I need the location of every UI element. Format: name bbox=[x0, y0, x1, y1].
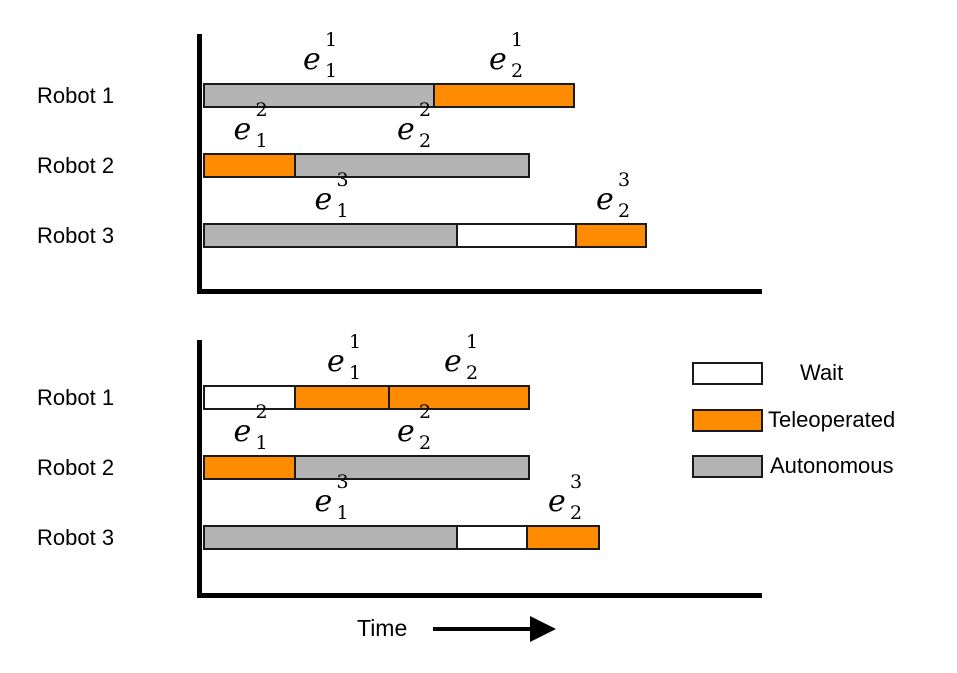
episode-subscript: 2 bbox=[466, 362, 479, 384]
robot-label: Robot 1 bbox=[37, 385, 115, 410]
segment-teleoperated bbox=[526, 525, 600, 550]
time-axis-label: Time bbox=[357, 615, 408, 641]
episode-superscript: 1 bbox=[349, 331, 362, 353]
episode-superscript: 1 bbox=[466, 331, 479, 353]
segment-autonomous bbox=[294, 455, 530, 480]
episode-base: e bbox=[233, 112, 252, 147]
episode-subscript: 2 bbox=[570, 502, 583, 524]
episode-superscript: 1 bbox=[511, 29, 524, 51]
episode-base: e bbox=[489, 42, 507, 77]
segment-autonomous bbox=[203, 525, 458, 550]
episode-subscript: 1 bbox=[255, 432, 268, 454]
time-arrow-head-icon bbox=[530, 616, 556, 642]
episode-subscript: 1 bbox=[325, 60, 338, 82]
episode-superscript: 3 bbox=[336, 169, 349, 191]
episode-base: e bbox=[314, 182, 333, 217]
episode-base: e bbox=[303, 42, 321, 77]
episode-base: e bbox=[233, 414, 252, 449]
episode-base: e bbox=[397, 414, 415, 449]
segment-teleoperated bbox=[388, 385, 530, 410]
legend-label-autonomous: Autonomous bbox=[770, 453, 894, 478]
episode-base: e bbox=[327, 344, 345, 379]
episode-subscript: 1 bbox=[349, 362, 362, 384]
episode-superscript: 1 bbox=[325, 29, 338, 51]
y-axis bbox=[197, 34, 202, 294]
episode-superscript: 2 bbox=[419, 99, 432, 121]
episode-subscript: 2 bbox=[618, 200, 631, 222]
episode-superscript: 2 bbox=[419, 401, 432, 423]
episode-base: e bbox=[548, 484, 566, 519]
segment-wait bbox=[456, 223, 577, 248]
segment-autonomous bbox=[203, 83, 435, 108]
segment-wait bbox=[456, 525, 528, 550]
robot-label: Robot 1 bbox=[37, 83, 115, 108]
x-axis bbox=[197, 289, 762, 294]
segment-wait bbox=[203, 385, 296, 410]
legend-label-teleoperated: Teleoperated bbox=[768, 407, 896, 432]
episode-base: e bbox=[444, 344, 462, 379]
legend-label-wait: Wait bbox=[800, 360, 844, 385]
episode-superscript: 2 bbox=[255, 99, 268, 121]
y-axis bbox=[197, 340, 202, 598]
time-arrow-icon bbox=[433, 627, 533, 631]
episode-superscript: 2 bbox=[255, 401, 268, 423]
legend-swatch-teleoperated bbox=[692, 409, 763, 432]
episode-subscript: 1 bbox=[336, 502, 349, 524]
segment-teleoperated bbox=[433, 83, 575, 108]
robot-label: Robot 3 bbox=[37, 525, 115, 550]
robot-label: Robot 2 bbox=[37, 455, 115, 480]
episode-subscript: 2 bbox=[419, 432, 432, 454]
episode-base: e bbox=[397, 112, 415, 147]
legend-swatch-autonomous bbox=[692, 455, 763, 478]
segment-teleoperated bbox=[203, 455, 296, 480]
segment-teleoperated bbox=[575, 223, 647, 248]
episode-superscript: 3 bbox=[336, 471, 349, 493]
robot-label: Robot 2 bbox=[37, 153, 115, 178]
segment-teleoperated bbox=[294, 385, 390, 410]
x-axis bbox=[197, 593, 762, 598]
episode-subscript: 1 bbox=[336, 200, 349, 222]
episode-superscript: 3 bbox=[618, 169, 631, 191]
episode-superscript: 3 bbox=[570, 471, 583, 493]
episode-subscript: 2 bbox=[419, 130, 432, 152]
robot-label: Robot 3 bbox=[37, 223, 115, 248]
segment-autonomous bbox=[294, 153, 530, 178]
episode-subscript: 1 bbox=[255, 130, 268, 152]
episode-subscript: 2 bbox=[511, 60, 524, 82]
legend-swatch-wait bbox=[692, 362, 763, 385]
episode-base: e bbox=[596, 182, 614, 217]
episode-base: e bbox=[314, 484, 333, 519]
